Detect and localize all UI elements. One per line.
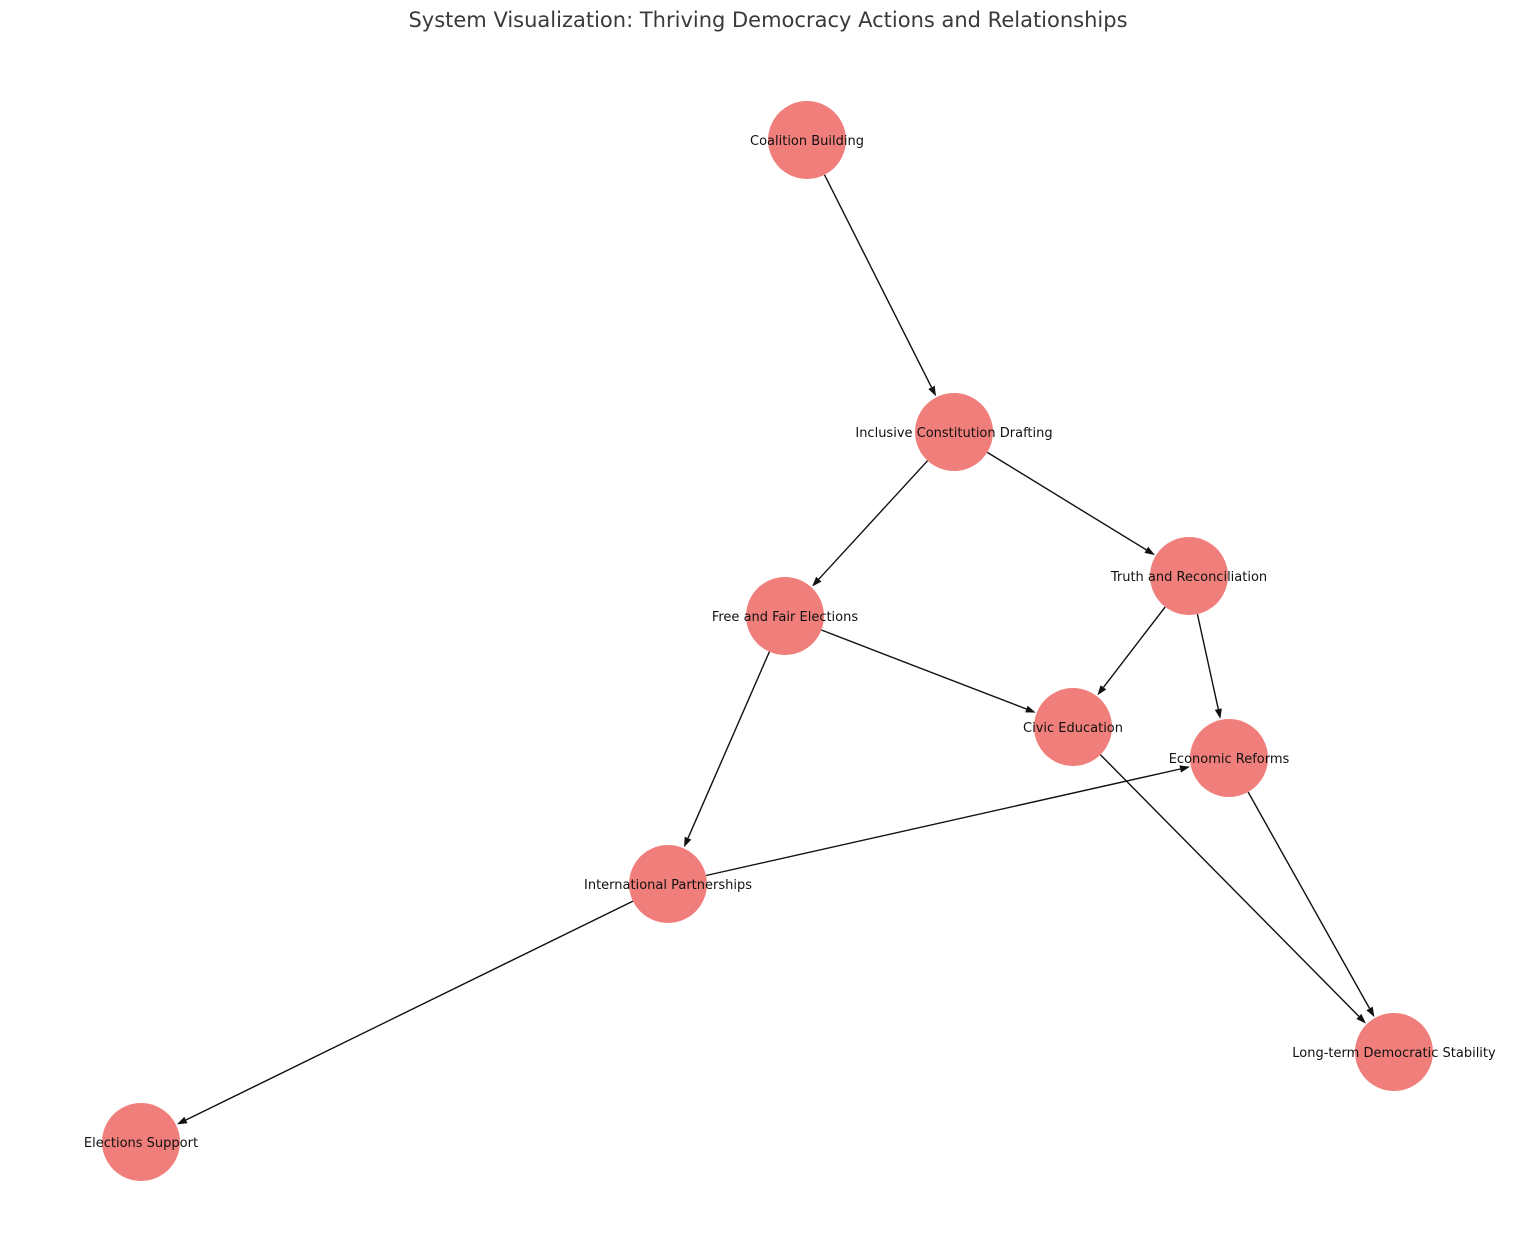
node-label-stability: Long-term Democratic Stability: [1292, 1046, 1496, 1061]
node-label-truth: Truth and Reconciliation: [1110, 570, 1267, 585]
arrowhead-icon: [1356, 1013, 1366, 1024]
node-stability: [1355, 1013, 1433, 1091]
edge-civic-to-stability: [1099, 754, 1366, 1024]
arrowhead-icon: [1144, 546, 1155, 556]
edge-line: [687, 651, 771, 839]
figure-title: System Visualization: Thriving Democracy…: [408, 8, 1127, 32]
node-constitution: [915, 393, 993, 471]
arrowhead-icon: [1179, 765, 1190, 773]
edge-economic-to-stability: [1247, 791, 1375, 1018]
edge-international-to-support: [176, 900, 634, 1125]
arrowhead-icon: [1097, 685, 1107, 696]
arrowhead-icon: [1366, 1006, 1375, 1018]
edge-coalition-to-constitution: [823, 174, 936, 397]
node-support: [102, 1103, 180, 1181]
edge-international-to-economic: [705, 765, 1190, 877]
edge-line: [185, 900, 634, 1121]
node-truth: [1150, 537, 1228, 615]
edge-constitution-to-truth: [986, 451, 1155, 556]
node-label-support: Elections Support: [84, 1136, 198, 1151]
edge-line: [705, 768, 1181, 877]
edge-truth-to-economic: [1196, 613, 1222, 719]
edge-line: [1102, 606, 1166, 688]
edge-elections-to-international: [684, 651, 771, 848]
edge-truth-to-civic: [1097, 606, 1166, 696]
arrowhead-icon: [1025, 705, 1036, 713]
arrowhead-icon: [1214, 708, 1222, 719]
edge-line: [1196, 613, 1219, 710]
node-label-international: International Partnerships: [584, 878, 752, 893]
node-label-coalition: Coalition Building: [750, 134, 864, 149]
edge-line: [821, 629, 1027, 710]
node-elections: [746, 577, 824, 655]
node-label-economic: Economic Reforms: [1169, 752, 1290, 767]
node-label-elections: Free and Fair Elections: [712, 610, 859, 625]
edge-constitution-to-elections: [812, 460, 929, 587]
edge-line: [823, 174, 933, 388]
node-economic: [1190, 719, 1268, 797]
edge-elections-to-civic: [821, 629, 1036, 713]
arrowhead-icon: [176, 1116, 188, 1125]
edge-line: [1099, 754, 1360, 1017]
arrowhead-icon: [812, 576, 822, 587]
edge-line: [818, 460, 929, 580]
node-international: [629, 845, 707, 923]
node-label-constitution: Inclusive Constitution Drafting: [855, 426, 1052, 441]
edge-line: [1247, 791, 1371, 1009]
edges-layer: [176, 174, 1375, 1125]
edge-line: [986, 451, 1147, 551]
node-civic: [1034, 688, 1112, 766]
node-coalition: [768, 101, 846, 179]
nodes-layer: [102, 101, 1433, 1181]
node-label-civic: Civic Education: [1023, 721, 1123, 736]
arrowhead-icon: [928, 385, 936, 397]
arrowhead-icon: [684, 836, 692, 848]
